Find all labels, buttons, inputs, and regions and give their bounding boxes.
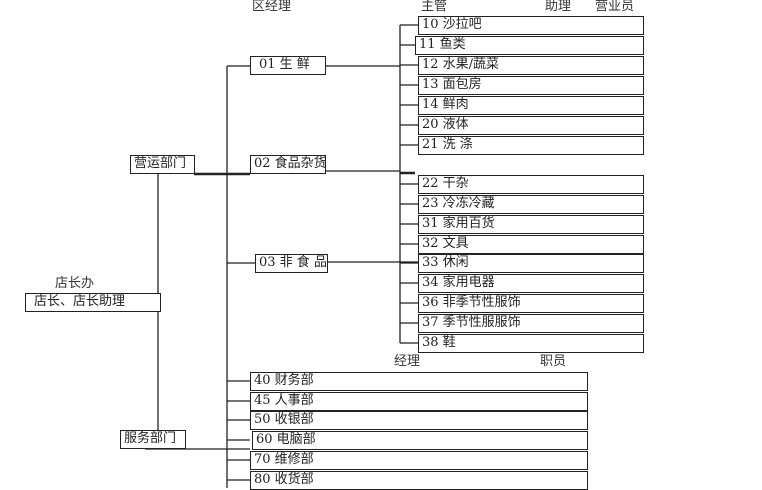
region-box-grocery: 02 食品杂货 (250, 155, 326, 174)
header-region-manager: 区经理 (252, 0, 292, 14)
section-box: 37 季节性服服饰 (418, 314, 644, 333)
section-box: 22 干杂 (418, 175, 644, 194)
section-box: 31 家用百货 (418, 215, 644, 234)
header-sales-staff: 营业员 (595, 0, 635, 14)
section-box: 10 沙拉吧 (418, 16, 644, 35)
store-manager-box: 店长、店长助理 (25, 293, 161, 312)
header-supervisor: 主管 (421, 0, 448, 14)
service-dept-box: 60 电脑部 (252, 431, 588, 450)
services-dept-box: 服务部门 (120, 430, 186, 449)
section-box: 36 非季节性服饰 (418, 294, 644, 313)
section-box: 20 液体 (418, 116, 644, 135)
region-box-nonfood: 03 非 食 品 (255, 254, 328, 273)
section-box: 12 水果/蔬菜 (418, 56, 644, 75)
section-box: 38 鞋 (418, 334, 644, 353)
section-box: 33 休闲 (418, 254, 644, 273)
section-box: 21 洗 涤 (418, 136, 644, 155)
service-dept-box: 40 财务部 (250, 372, 588, 391)
header-store-office: 店长办 (55, 276, 95, 291)
header-staff: 职员 (540, 354, 567, 369)
section-box: 32 文具 (418, 235, 644, 254)
section-box: 23 冷冻冷藏 (418, 195, 644, 214)
header-assistant: 助理 (545, 0, 572, 14)
section-box: 11 鱼类 (415, 36, 644, 55)
section-box: 13 面包房 (418, 76, 644, 95)
operations-dept-box: 营运部门 (130, 155, 195, 174)
section-box: 14 鲜肉 (418, 96, 644, 115)
region-box-fresh: 01 生 鲜 (250, 56, 326, 75)
service-dept-box: 80 收货部 (250, 471, 588, 490)
section-box: 34 家用电器 (418, 274, 644, 293)
service-dept-box: 45 人事部 (250, 392, 588, 411)
service-dept-box: 50 收银部 (250, 411, 588, 430)
header-manager: 经理 (394, 354, 421, 369)
service-dept-box: 70 维修部 (250, 451, 588, 470)
